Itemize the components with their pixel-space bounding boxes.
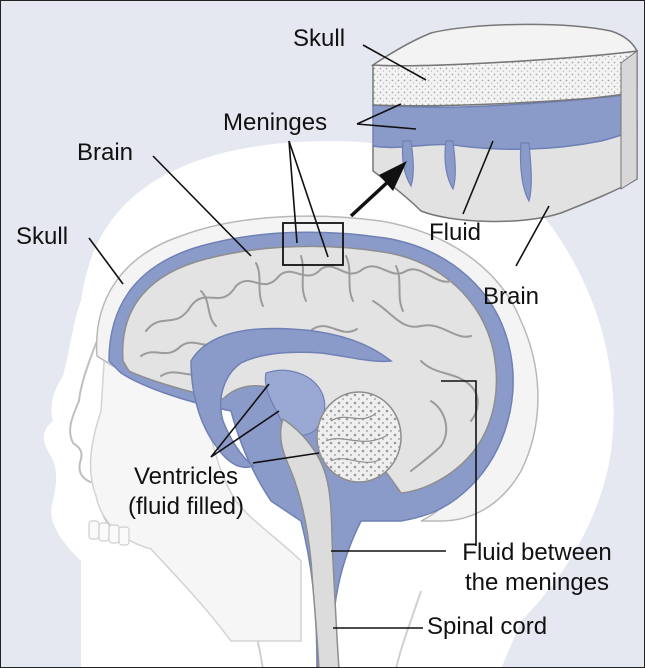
label-brain-main: Brain bbox=[77, 139, 133, 167]
label-fluid-between-line1: Fluid between bbox=[439, 539, 635, 567]
label-meninges: Meninges bbox=[223, 109, 327, 137]
label-ventricles-line1: Ventricles bbox=[101, 463, 271, 491]
label-skull-inset: Skull bbox=[293, 25, 345, 53]
cerebellum bbox=[317, 392, 401, 482]
label-brain-inset: Brain bbox=[483, 283, 539, 311]
label-ventricles-line2: (fluid filled) bbox=[101, 493, 271, 521]
inset-side-face bbox=[621, 51, 637, 189]
label-spinal-cord: Spinal cord bbox=[427, 613, 547, 641]
label-fluid-inset: Fluid bbox=[429, 219, 481, 247]
label-fluid-between-line2: the meninges bbox=[439, 569, 635, 597]
label-skull-main: Skull bbox=[16, 223, 68, 251]
